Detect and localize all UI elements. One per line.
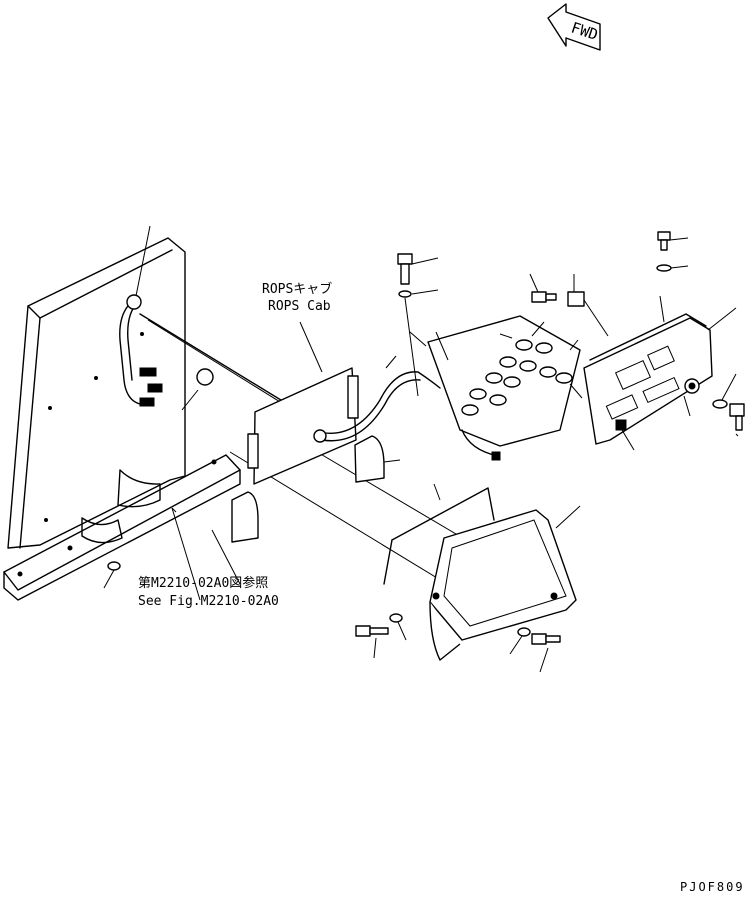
switch-parts bbox=[529, 273, 609, 337]
screws-right bbox=[656, 231, 745, 431]
leader-lines bbox=[103, 225, 739, 673]
left-panel bbox=[3, 237, 241, 601]
rops-label-jp: ROPSキャブ bbox=[262, 281, 332, 297]
bolt-top bbox=[397, 253, 439, 397]
fwd-arrow: FWD bbox=[547, 3, 601, 51]
cable bbox=[313, 371, 441, 443]
drawing-code: PJOF809 bbox=[680, 880, 745, 894]
rops-label-en: ROPS Cab bbox=[268, 299, 331, 314]
bulb-board bbox=[427, 315, 581, 461]
ref-label-en: See Fig.M2210-02A0 bbox=[138, 594, 279, 609]
lower-cover bbox=[383, 487, 577, 661]
instrument-panel bbox=[583, 295, 713, 445]
ref-label-jp: 第M2210-02A0図参照 bbox=[138, 575, 268, 591]
center-bracket bbox=[231, 367, 385, 543]
left-harness bbox=[119, 294, 214, 407]
